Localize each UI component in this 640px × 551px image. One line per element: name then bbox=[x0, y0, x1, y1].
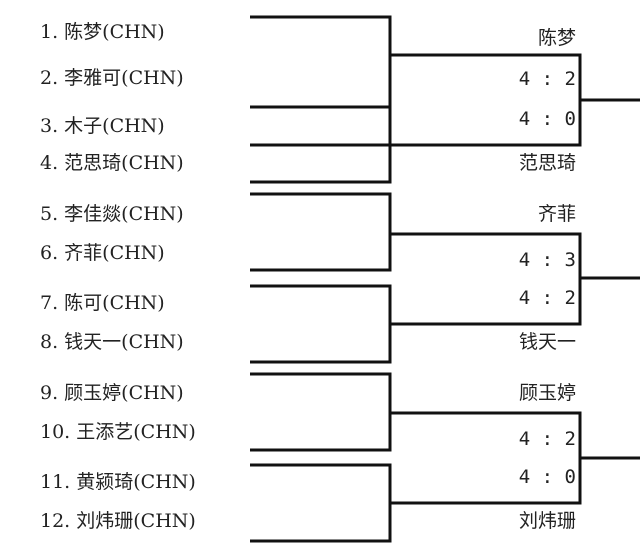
player-name: 4. 范思琦(CHN) bbox=[40, 152, 184, 174]
player-name: 1. 陈梦(CHN) bbox=[40, 21, 165, 43]
match-score: 4 : 2 bbox=[518, 68, 576, 90]
match-winner: 钱天一 bbox=[518, 331, 576, 353]
player-name: 2. 李雅可(CHN) bbox=[40, 67, 184, 89]
match-winner: 刘炜珊 bbox=[518, 510, 576, 532]
bracket-match-3 bbox=[250, 192, 392, 272]
player-name: 10. 王添艺(CHN) bbox=[40, 421, 196, 443]
bracket-match-1 bbox=[250, 15, 392, 147]
match-winner: 陈梦 bbox=[537, 27, 576, 49]
match-winner: 范思琦 bbox=[518, 152, 576, 174]
player-name: 11. 黄颍琦(CHN) bbox=[40, 471, 196, 493]
bracket-match-6 bbox=[250, 463, 392, 543]
match-winner: 顾玉婷 bbox=[518, 382, 576, 404]
player-name: 3. 木子(CHN) bbox=[40, 115, 165, 137]
player-name: 5. 李佳燚(CHN) bbox=[40, 203, 184, 225]
match-score: 4 : 0 bbox=[518, 108, 576, 130]
match-score: 4 : 2 bbox=[518, 287, 576, 309]
match-score: 4 : 2 bbox=[518, 428, 576, 450]
bracket-match-5 bbox=[250, 372, 392, 452]
player-name: 6. 齐菲(CHN) bbox=[40, 242, 165, 264]
match-winner: 齐菲 bbox=[537, 203, 576, 225]
player-name: 9. 顾玉婷(CHN) bbox=[40, 382, 184, 404]
bracket-match-4 bbox=[250, 284, 392, 364]
player-name: 7. 陈可(CHN) bbox=[40, 292, 165, 314]
match-score: 4 : 3 bbox=[518, 249, 576, 271]
player-name: 8. 钱天一(CHN) bbox=[40, 331, 184, 353]
player-name: 12. 刘炜珊(CHN) bbox=[40, 510, 196, 532]
match-score: 4 : 0 bbox=[518, 466, 576, 488]
